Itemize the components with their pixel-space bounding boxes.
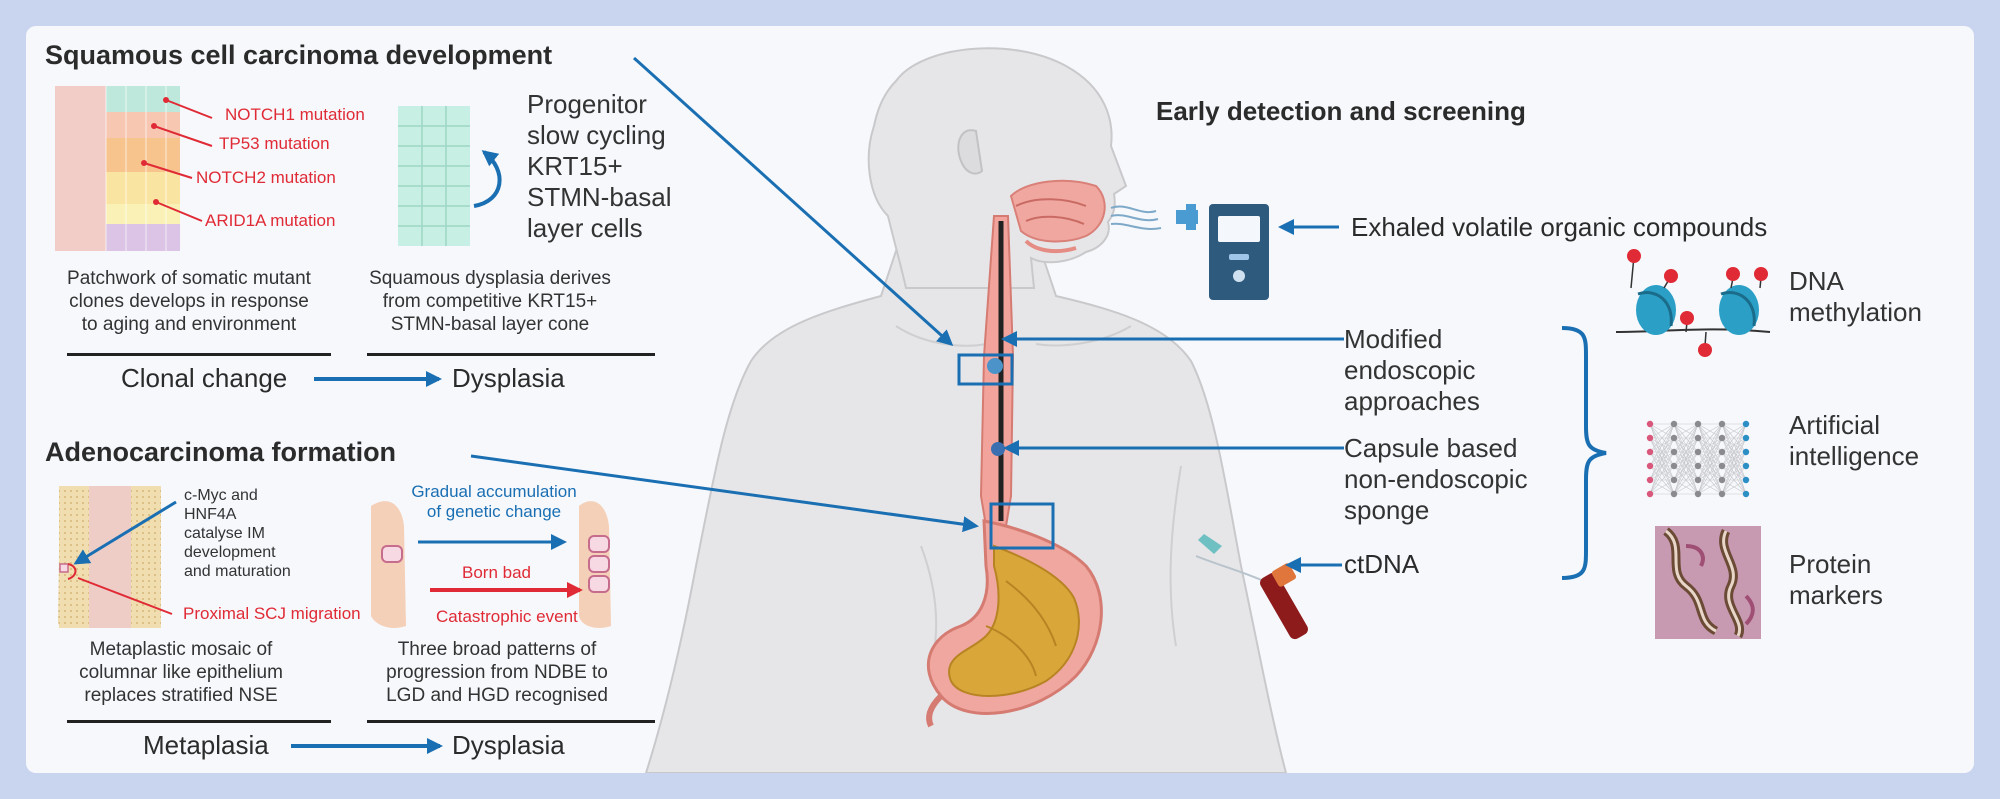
- network-node: [1742, 476, 1750, 484]
- adeno-to-body-arrow: [470, 454, 979, 533]
- network-node: [1742, 434, 1750, 442]
- network-node: [1694, 476, 1702, 484]
- clonal-patchwork-illustration: [55, 86, 213, 251]
- network-node: [1670, 462, 1678, 470]
- catalyse-label: c-Myc and HNF4A catalyse IM development …: [184, 487, 291, 580]
- network-node: [1718, 420, 1726, 428]
- progenitor-label: Progenitor slow cycling KRT15+ STMN-basa…: [527, 89, 672, 243]
- network-node: [1718, 448, 1726, 456]
- network-node: [1646, 490, 1654, 498]
- dysplasia-caption: Squamous dysplasia derives from competit…: [369, 268, 611, 335]
- squamous-region-box: [957, 353, 1014, 386]
- network-node: [1694, 448, 1702, 456]
- oral-cavity: [1009, 179, 1106, 254]
- progression-illustration: [371, 501, 611, 628]
- network-node: [1694, 462, 1702, 470]
- network-node: [1670, 476, 1678, 484]
- basal-layer-illustration: [398, 106, 502, 246]
- scj-migration-label: Proximal SCJ migration: [183, 604, 361, 623]
- network-node: [1646, 448, 1654, 456]
- marker-artificial-intelligence: Artificial intelligence: [1789, 410, 1920, 471]
- divider-line: [367, 353, 655, 356]
- stage-dysplasia-adeno: Dysplasia: [452, 730, 565, 760]
- stage-dysplasia: Dysplasia: [452, 363, 565, 393]
- capsule-label: Capsule based non-endoscopic sponge: [1344, 433, 1528, 525]
- network-node: [1646, 434, 1654, 442]
- markers-brace: [1561, 326, 1607, 580]
- figure-panel: Squamous cell carcinoma development NOTC…: [26, 26, 1974, 773]
- endoscopic-label: Modified endoscopic approaches: [1344, 324, 1480, 416]
- figure-artwork: [55, 47, 1771, 773]
- gradual-label: Gradual accumulation of genetic change: [411, 482, 577, 521]
- stomach: [926, 519, 1103, 728]
- divider-line: [67, 720, 331, 723]
- gej-region-box: [989, 502, 1055, 550]
- neural-network-icon: [1646, 420, 1750, 498]
- ctdna-label: ctDNA: [1344, 549, 1420, 579]
- metaplasia-caption: Metaplastic mosaic of columnar like epit…: [79, 639, 283, 706]
- network-node: [1718, 462, 1726, 470]
- marker-dna-methylation: DNA methylation: [1789, 266, 1922, 327]
- clonal-caption: Patchwork of somatic mutant clones devel…: [67, 268, 311, 335]
- metaplasia-illustration: [58, 486, 177, 628]
- network-node: [1718, 476, 1726, 484]
- dna-methylation-icon: [1615, 249, 1771, 357]
- network-node: [1670, 448, 1678, 456]
- divider-line: [367, 720, 655, 723]
- protein-stain-icon: [1655, 526, 1761, 639]
- breath-analyser-device: [1110, 204, 1269, 300]
- network-node: [1694, 490, 1702, 498]
- network-node: [1646, 476, 1654, 484]
- stage-metaplasia: Metaplasia: [143, 730, 269, 760]
- catastrophic-label: Catastrophic event: [436, 607, 578, 626]
- network-node: [1742, 420, 1750, 428]
- network-node: [1742, 490, 1750, 498]
- born-bad-label: Born bad: [462, 563, 531, 582]
- network-node: [1646, 462, 1654, 470]
- progression-caption: Three broad patterns of progression from…: [386, 639, 608, 706]
- arid1a-label: ARID1A mutation: [205, 211, 336, 230]
- network-node: [1646, 420, 1654, 428]
- network-node: [1670, 490, 1678, 498]
- squamous-to-body-arrow: [632, 56, 954, 347]
- detection-title: Early detection and screening: [1156, 96, 1526, 126]
- tp53-label: TP53 mutation: [219, 134, 330, 153]
- network-node: [1742, 462, 1750, 470]
- stage-clonal-change: Clonal change: [121, 363, 288, 393]
- notch1-label: NOTCH1 mutation: [225, 105, 365, 124]
- network-node: [1694, 420, 1702, 428]
- divider-line: [67, 353, 331, 356]
- squamous-title: Squamous cell carcinoma development: [45, 40, 553, 70]
- network-node: [1718, 434, 1726, 442]
- network-node: [1670, 420, 1678, 428]
- network-node: [1670, 434, 1678, 442]
- network-node: [1694, 434, 1702, 442]
- marker-protein: Protein markers: [1789, 549, 1883, 610]
- notch2-label: NOTCH2 mutation: [196, 168, 336, 187]
- exhaled-label: Exhaled volatile organic compounds: [1351, 212, 1768, 242]
- adeno-title: Adenocarcinoma formation: [45, 437, 397, 467]
- network-node: [1742, 448, 1750, 456]
- network-node: [1718, 490, 1726, 498]
